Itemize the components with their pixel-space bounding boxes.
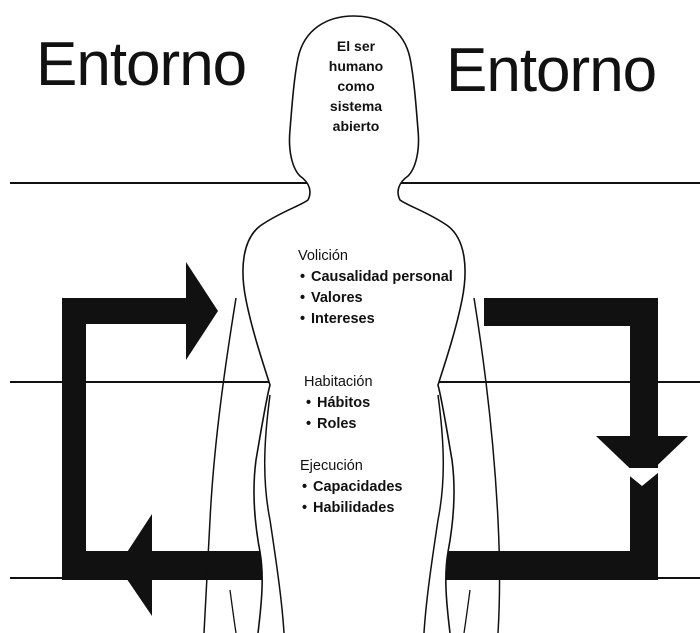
volition-heading: Volición [298, 248, 348, 264]
performance-list: • Capacidades • Habilidades [300, 477, 402, 519]
bullet-icon: • [302, 500, 308, 516]
volition-list: • Causalidad personal • Valores • Intereses [298, 267, 453, 330]
volition-section: Volición • Causalidad personal • Valores •… [298, 246, 453, 330]
right-inner-contour [423, 394, 444, 633]
habituation-list: • Hábitos • Roles [304, 393, 373, 435]
loop-top-right-bar [484, 298, 658, 326]
left-inner-contour [264, 394, 285, 633]
human-label-line-3: como [337, 78, 375, 94]
performance-section: Ejecución • Capacidades • Habilidades [300, 456, 402, 519]
right-leg-line [463, 589, 471, 633]
right-arm-contour [473, 297, 501, 633]
arrow-into-human [186, 262, 218, 360]
volition-item-3: Intereses [311, 311, 375, 327]
volition-item-2: Valores [311, 290, 363, 306]
list-item: • Roles [306, 414, 373, 435]
human-label-line-5: abierto [332, 118, 380, 134]
performance-heading: Ejecución [300, 458, 363, 474]
habituation-item-2: Roles [317, 416, 357, 432]
arrow-left-feedback [118, 514, 152, 616]
bullet-icon: • [300, 269, 306, 285]
environment-label-left: Entorno [36, 30, 247, 99]
habituation-item-1: Hábitos [317, 395, 371, 411]
performance-item-1: Capacidades [313, 479, 403, 495]
list-item: • Capacidades [302, 477, 402, 498]
volition-item-1: Causalidad personal [311, 269, 453, 285]
loop-left-bar [62, 298, 86, 580]
list-item: • Hábitos [306, 393, 373, 414]
left-arm-contour [203, 297, 237, 633]
left-leg-line [229, 589, 237, 633]
human-silhouette [242, 15, 466, 633]
bullet-icon: • [302, 479, 308, 495]
arrow-down-output [596, 436, 688, 480]
human-label-line-4: sistema [329, 98, 383, 114]
list-item: • Valores [300, 288, 453, 309]
list-item: • Habilidades [302, 498, 402, 519]
human-label-line-1: El ser [336, 38, 376, 54]
bullet-icon: • [306, 416, 312, 432]
human-label-line-2: humano [328, 58, 384, 74]
bullet-icon: • [300, 311, 306, 327]
list-item: • Causalidad personal [300, 267, 453, 288]
feedback-loop [62, 298, 658, 580]
human-open-system-label: El ser humano como sistema abierto [296, 36, 416, 136]
loop-top-left-bar [62, 298, 190, 324]
list-item: • Intereses [300, 309, 453, 330]
arrow-down-notch [620, 468, 664, 486]
habituation-heading: Habitación [304, 374, 373, 390]
performance-item-2: Habilidades [313, 500, 395, 516]
bullet-icon: • [300, 290, 306, 306]
bullet-icon: • [306, 395, 312, 411]
habituation-section: Habitación • Hábitos • Roles [304, 372, 373, 435]
environment-label-right: Entorno [446, 36, 657, 105]
